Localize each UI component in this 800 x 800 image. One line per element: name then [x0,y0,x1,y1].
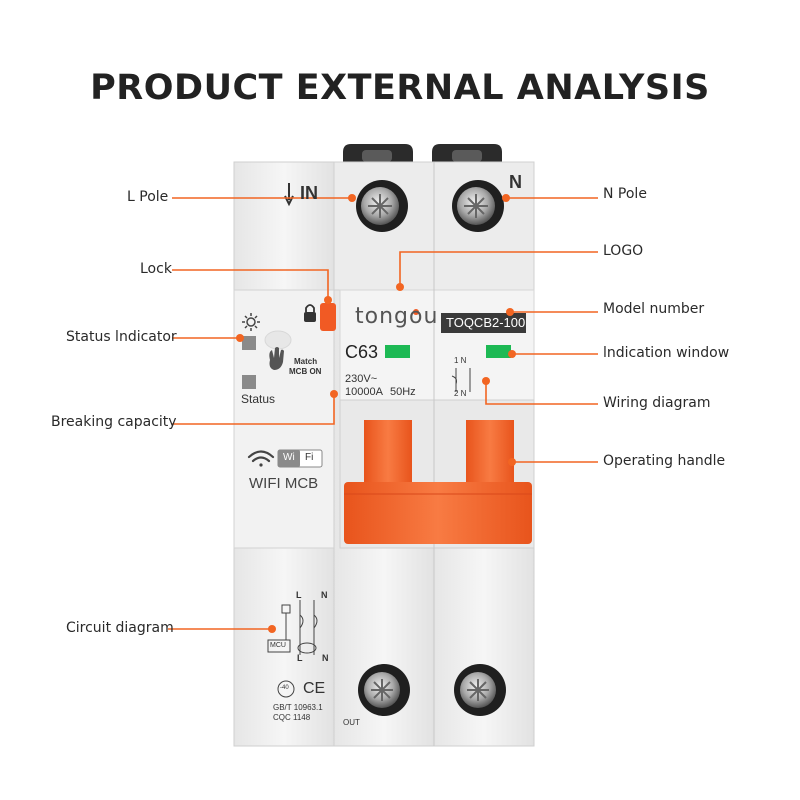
match-button[interactable] [264,330,292,350]
page-title: PRODUCT EXTERNAL ANALYSIS [90,68,710,108]
bottom-screw-n [454,664,506,716]
lock-icon [304,304,316,322]
in-label: IN [300,183,318,203]
sun-icon [242,313,260,331]
wiring-top-label: 1 N [454,356,467,365]
spec-capacity: 10000A [345,386,383,398]
spec-voltage: 230V~ [345,373,378,385]
temp-mark: -40 [280,685,289,691]
label-l-pole: L Pole [127,189,169,205]
lock-slider[interactable] [320,303,336,331]
match-label-1: Match [294,357,318,366]
wifi-badge-wi: Wi [283,452,295,463]
indicator-window-n [486,345,511,358]
circuit-n-label-bottom: N [322,653,329,663]
callout-lines [168,197,598,630]
circuit-mcu-label: MCU [270,642,286,649]
wiring-bottom-label: 2 N [454,389,467,398]
top-screw-n [452,180,504,232]
n-label: N [509,172,522,192]
label-wiring-diagram: Wiring diagram [603,395,711,411]
label-indication-window: lndication window [603,345,730,361]
hand-icon [269,347,284,370]
status-button[interactable] [242,375,256,389]
label-model-number: Model number [603,301,705,317]
circuit-l-label: L [296,590,302,600]
status-led [242,336,256,350]
label-lock: Lock [140,261,172,277]
label-circuit-diagram: Circuit diagram [66,620,174,636]
temp-mark-icon [277,680,295,698]
indicator-window-l [385,345,410,358]
label-breaking-capacity: Breaking capacity [51,414,177,430]
circuit-l-label-bottom: L [297,653,303,663]
bottom-screw-l [358,664,410,716]
spec-freq: 50Hz [390,386,416,398]
wifi-icon [247,450,275,467]
label-logo: LOGO [603,243,644,259]
label-operating-handle: Operating handle [603,453,726,469]
wiring-diagram [451,368,471,392]
model-number: TOQCB2-100 [446,315,526,330]
circuit-diagram [267,600,318,655]
out-label: OUT [343,718,360,727]
status-label: Status [241,392,276,406]
label-status-indicator: Status lndicator [66,329,177,345]
top-screw-l [356,180,408,232]
standard-line-1: GB/T 10963.1 [273,703,323,712]
product-name: WIFI MCB [249,475,319,492]
circuit-n-label: N [321,590,328,600]
operating-handle[interactable] [344,420,532,544]
ce-mark: CE [303,680,326,697]
rating-label: C63 [345,342,379,362]
brand-logo: tongou [355,304,439,329]
callout-dots [236,194,516,633]
wifi-badge-fi: Fi [305,452,314,463]
model-badge [441,313,526,333]
match-label-2: MCB ON [289,367,322,376]
standard-line-2: CQC 1148 [273,713,311,722]
label-n-pole: N Pole [603,186,647,202]
